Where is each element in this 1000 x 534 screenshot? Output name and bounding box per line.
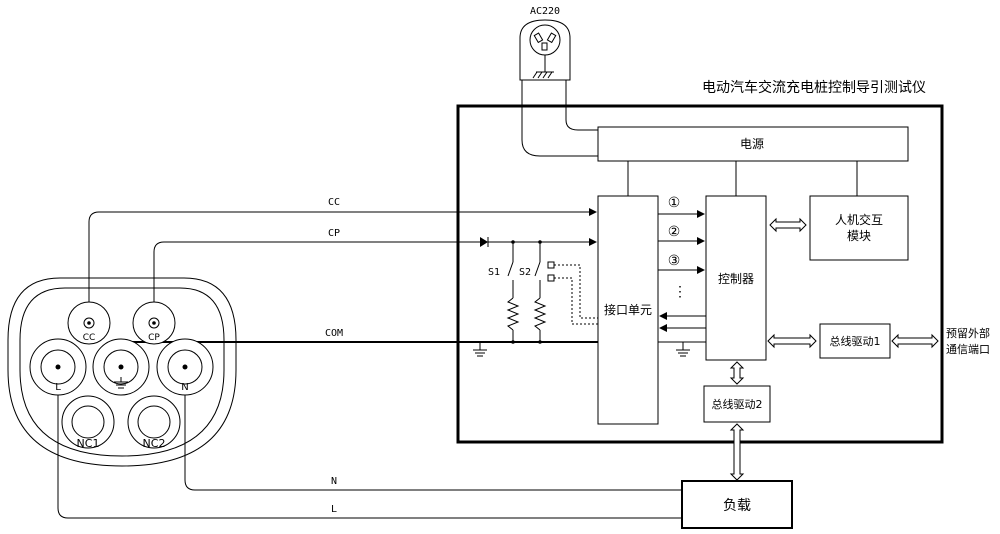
hmi-label-line1: 人机交互: [835, 212, 883, 227]
s2-label: S2: [519, 267, 531, 278]
nc1-pin-label: NC1: [77, 437, 100, 450]
channel-3-label: ③: [668, 253, 681, 269]
external-port-line2: 通信端口: [946, 343, 990, 356]
cc-line: [88, 208, 597, 318]
channel-2-label: ②: [668, 224, 681, 240]
power-block-label: 电源: [740, 137, 764, 151]
channel-1-label: ①: [668, 195, 681, 211]
controller-bus2-link: [729, 361, 745, 385]
l-line: [57, 368, 682, 519]
bus-driver-2-block: [703, 385, 771, 423]
power-cable-b: [565, 80, 598, 131]
switch-s2: [533, 240, 598, 344]
cc-pin-label: CC: [83, 333, 96, 343]
s1-label: S1: [488, 267, 500, 278]
interface-unit-label: 接口单元: [604, 302, 652, 317]
nc1-pin: [61, 395, 115, 449]
ac220-label: AC220: [530, 6, 560, 17]
cp-line: [153, 241, 480, 318]
load-label: 负载: [723, 498, 751, 514]
charging-connector: CC CP L N NC1 NC2: [7, 277, 237, 467]
controller-bus1-link: [767, 333, 817, 349]
bus-driver-2-label: 总线驱动2: [712, 397, 763, 411]
n-line: [184, 368, 682, 491]
cp-line-label: CP: [328, 228, 340, 239]
nc2-pin: [127, 395, 181, 449]
controller-block: [705, 195, 767, 361]
l-pin-label: L: [55, 382, 61, 393]
tester-title: 电动汽车交流充电桩控制导引测试仪: [702, 79, 926, 96]
ground-icon: [676, 342, 690, 357]
bus2-load-link: [729, 423, 745, 481]
plug-outline: [519, 19, 571, 81]
interface-unit-block: [597, 195, 659, 425]
hmi-module-block: [809, 195, 909, 261]
bus-driver-1-label: 总线驱动1: [830, 334, 881, 348]
switch-s1: [506, 240, 520, 344]
ac220-socket: AC220: [519, 6, 571, 81]
external-port-line1: 预留外部: [946, 326, 990, 340]
diode-icon: [480, 237, 489, 247]
power-block: [597, 126, 909, 162]
bus-driver-1-block: [819, 323, 891, 359]
nc2-pin-label: NC2: [143, 437, 166, 450]
n-pin-label: N: [181, 382, 188, 393]
cp-pin-label: CP: [148, 333, 160, 343]
bus1-external-link: [891, 333, 939, 349]
n-line-label: N: [331, 476, 337, 487]
com-line-label: COM: [325, 328, 343, 339]
power-cable-a: [521, 80, 598, 157]
ground-icon: [114, 377, 128, 389]
channel-more-label: ⋮: [673, 284, 687, 300]
hmi-label-line2: 模块: [847, 229, 871, 243]
load-block: [681, 480, 793, 529]
l-line-label: L: [331, 504, 337, 515]
ground-icon: [473, 342, 487, 357]
controller-label: 控制器: [718, 272, 754, 286]
cc-line-label: CC: [328, 197, 340, 208]
controller-hmi-link: [769, 217, 807, 233]
tester-box: [456, 104, 944, 444]
